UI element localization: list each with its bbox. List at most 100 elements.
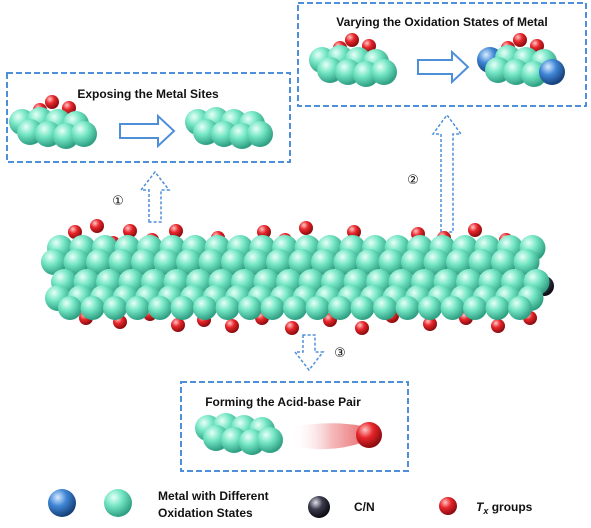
tx-atom xyxy=(90,219,104,233)
oxidized-metal-atom xyxy=(539,59,565,85)
tx-atom xyxy=(468,223,482,237)
metal-atom xyxy=(260,296,285,320)
metal-atom xyxy=(176,249,202,275)
tx-atom xyxy=(423,317,437,331)
metal-atom xyxy=(288,249,315,275)
metal-atom xyxy=(491,249,517,275)
metal-atom xyxy=(446,249,472,275)
tx-atom xyxy=(355,321,369,335)
metal-atom xyxy=(170,296,195,320)
legend-tx-rest: groups xyxy=(488,500,532,514)
tx-atom xyxy=(513,33,527,47)
metal-atom xyxy=(283,296,307,320)
forming-tx-atom xyxy=(356,422,382,448)
tx-atom xyxy=(299,221,313,235)
legend-metal-swatch xyxy=(104,489,132,517)
metal-atom xyxy=(485,296,510,320)
metal-atom xyxy=(247,121,273,147)
metal-atom xyxy=(350,296,375,320)
metal-atom xyxy=(148,296,172,320)
exposing-after-cluster xyxy=(185,107,273,149)
acid-base-bond xyxy=(292,423,364,450)
metal-atom xyxy=(395,296,420,320)
metal-atom xyxy=(378,249,405,275)
tx-atom xyxy=(225,319,239,333)
legend-tx-swatch xyxy=(439,497,457,515)
legend-tx-subscript: x xyxy=(482,506,489,516)
tx-atom xyxy=(169,224,183,238)
metal-atom xyxy=(58,296,82,320)
tx-atom xyxy=(45,95,59,109)
legend-metal-label-line2: Oxidation States xyxy=(158,506,253,520)
metal-atom xyxy=(63,249,90,275)
legend-cn-swatch xyxy=(308,496,330,518)
metal-atom xyxy=(131,249,157,275)
step3-arrow xyxy=(293,334,325,372)
panel-exposing-border xyxy=(6,72,291,163)
metal-atom xyxy=(333,249,360,275)
metal-atom xyxy=(153,249,180,275)
metal-atom xyxy=(328,296,352,320)
tx-atom xyxy=(285,321,299,335)
metal-atom xyxy=(71,121,97,147)
step1-marker: ① xyxy=(112,194,124,209)
metal-atom xyxy=(215,296,240,320)
metal-atom xyxy=(513,249,540,275)
panel-varying-title: Varying the Oxidation States of Metal xyxy=(336,15,547,29)
panel-varying: Varying the Oxidation States of Metal xyxy=(297,2,587,107)
metal-atom xyxy=(243,249,270,275)
metal-atom xyxy=(463,296,487,320)
forming-metal-cluster xyxy=(195,413,283,455)
panel-forming-title: Forming the Acid-base Pair xyxy=(205,395,361,409)
metal-atom xyxy=(80,296,105,320)
mxene-slab xyxy=(41,219,554,335)
metal-atom xyxy=(41,249,67,275)
legend: Metal with Different Oxidation States C/… xyxy=(48,489,533,520)
metal-atom xyxy=(311,249,337,275)
tx-atom xyxy=(491,319,505,333)
legend-cn-label: C/N xyxy=(354,500,375,514)
metal-atom xyxy=(221,249,247,275)
metal-atom xyxy=(508,296,532,320)
exposing-before-cluster xyxy=(9,95,97,149)
metal-atom xyxy=(125,296,150,320)
exposing-arrow-right xyxy=(119,113,176,149)
metal-atom xyxy=(356,249,382,275)
varying-arrow-right xyxy=(417,49,470,85)
metal-atom xyxy=(401,249,427,275)
step3-marker: ③ xyxy=(334,346,346,361)
varying-after-cluster xyxy=(477,33,565,87)
panel-exposing: Exposing the Metal Sites xyxy=(6,72,291,163)
metal-atom xyxy=(305,296,330,320)
tx-atom xyxy=(171,318,185,332)
metal-atom xyxy=(103,296,127,320)
panel-varying-border xyxy=(297,2,587,107)
tx-atom xyxy=(345,33,359,47)
metal-atom xyxy=(86,249,112,275)
metal-atom xyxy=(423,249,450,275)
tx-atom xyxy=(123,224,137,238)
metal-atom xyxy=(257,427,283,453)
step2-marker: ② xyxy=(407,173,419,188)
step1-arrow xyxy=(139,170,171,223)
panel-forming-border xyxy=(180,381,409,472)
legend-oxidized-metal-swatch xyxy=(48,489,76,517)
metal-atom xyxy=(193,296,217,320)
metal-atom xyxy=(371,59,397,85)
metal-atom xyxy=(468,249,495,275)
panel-forming: Forming the Acid-base Pair xyxy=(180,381,409,472)
legend-tx-symbol: T xyxy=(476,500,485,514)
metal-atom xyxy=(108,249,135,275)
panel-exposing-title: Exposing the Metal Sites xyxy=(77,87,219,101)
metal-atom xyxy=(418,296,442,320)
tx-atom xyxy=(68,225,82,239)
metal-atom xyxy=(238,296,262,320)
step2-arrow xyxy=(431,113,463,233)
varying-before-cluster xyxy=(309,33,397,87)
metal-atom xyxy=(198,249,225,275)
legend-tx-label: Tx groups xyxy=(476,500,533,516)
metal-atom xyxy=(266,249,292,275)
metal-atom xyxy=(440,296,465,320)
legend-metal-label-line1: Metal with Different xyxy=(158,489,269,503)
